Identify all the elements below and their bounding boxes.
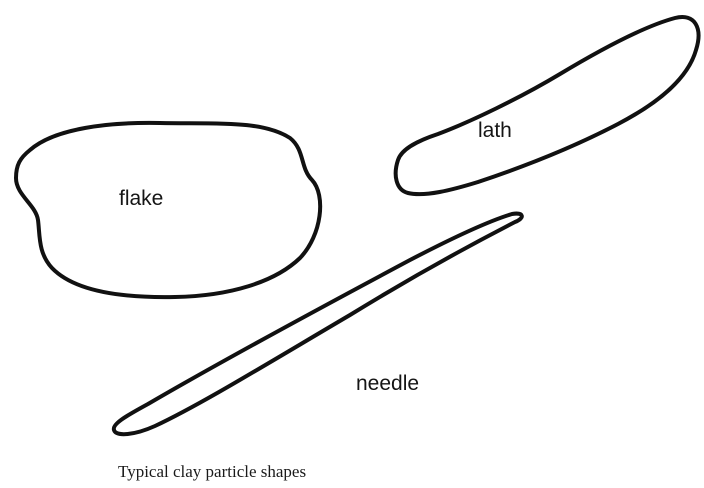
lath-outline [396,17,699,194]
figure-caption: Typical clay particle shapes [118,462,306,482]
needle-label: needle [356,372,419,395]
flake-label: flake [119,187,163,210]
lath-label: lath [478,119,512,142]
needle-outline [114,214,522,435]
flake-outline [16,123,320,297]
